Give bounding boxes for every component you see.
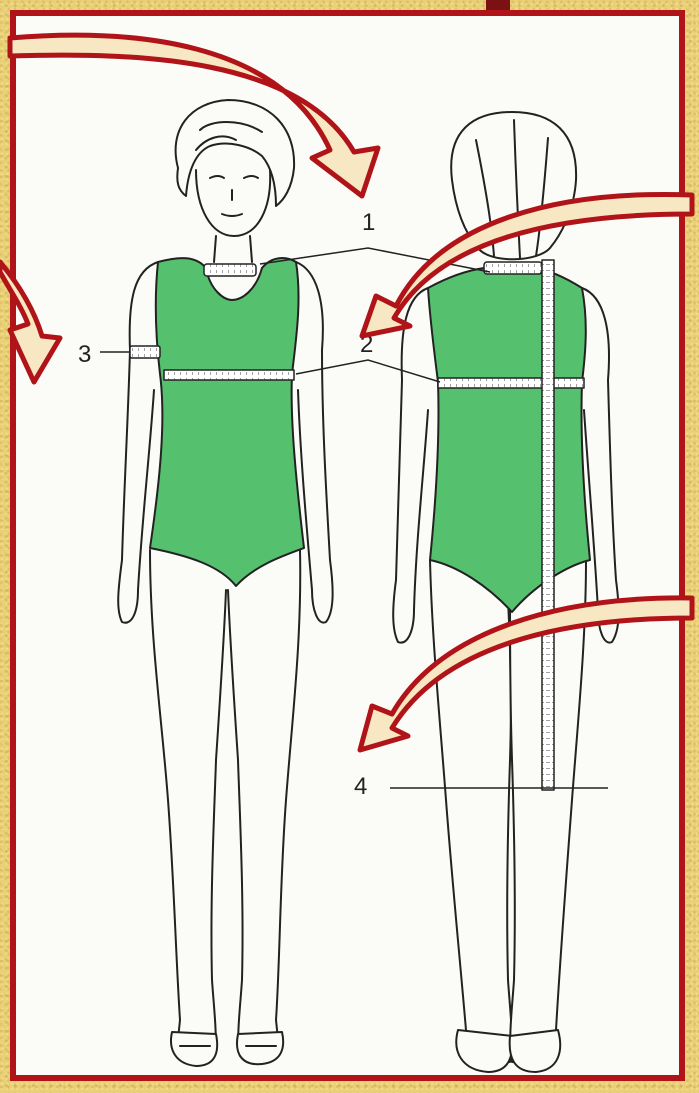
- front-arm-tape: [130, 346, 160, 358]
- label-4: 4: [354, 773, 367, 800]
- front-right-shoe: [237, 1032, 283, 1064]
- front-bust-tape: [164, 370, 294, 380]
- back-bodysuit: [428, 268, 590, 612]
- back-right-arm: [582, 288, 619, 643]
- label-1: 1: [362, 209, 375, 236]
- back-neck-tape: [484, 262, 542, 274]
- back-right-shoe: [510, 1030, 561, 1072]
- front-face: [196, 170, 270, 236]
- arrow-to-label-3: [0, 262, 60, 382]
- back-vertical-tape: [542, 260, 554, 790]
- back-left-arm: [393, 288, 428, 643]
- back-left-shoe: [456, 1030, 512, 1072]
- front-right-leg: [228, 550, 300, 1056]
- front-right-arm: [296, 262, 333, 623]
- back-bust-tape: [438, 378, 584, 388]
- front-figure: [118, 100, 332, 1066]
- label-3: 3: [78, 341, 91, 368]
- front-bodysuit: [150, 258, 304, 586]
- front-neck-tape: [204, 264, 256, 276]
- curved-arrow-icon: [0, 262, 60, 382]
- front-left-shoe: [171, 1032, 217, 1066]
- front-left-leg: [150, 550, 226, 1056]
- back-figure: [393, 112, 618, 1072]
